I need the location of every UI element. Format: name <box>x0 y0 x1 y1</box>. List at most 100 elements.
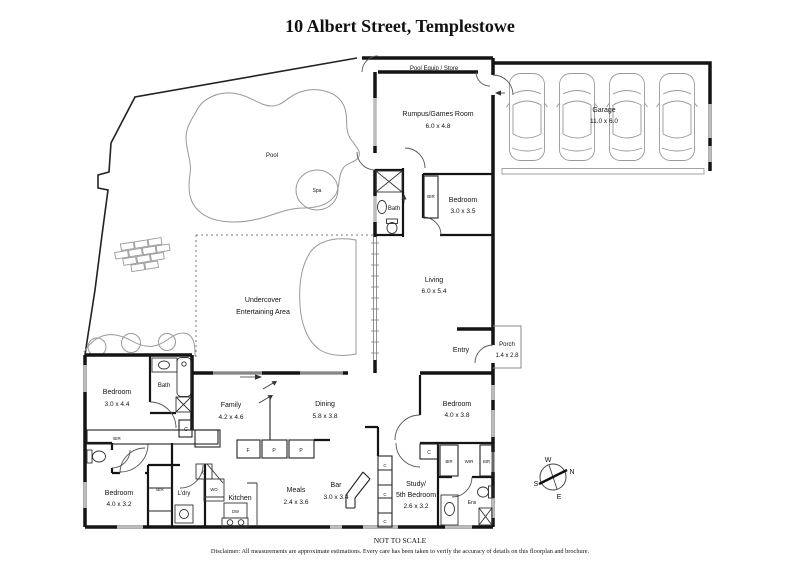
shower-icon <box>375 170 403 193</box>
label-cupboard: C <box>202 471 206 477</box>
pool-shape <box>185 89 360 223</box>
label-bir: BIR <box>113 436 121 441</box>
label-study2: 5th Bedroom <box>396 492 436 499</box>
exterior-walls <box>83 56 712 529</box>
label-rumpus: Rumpus/Games Room <box>402 111 473 118</box>
garden-stone <box>158 333 176 351</box>
undercover-label2: Entertaining Area <box>236 309 290 316</box>
garden-bed-curve <box>83 332 196 357</box>
compass-icon: W N S E <box>534 457 575 501</box>
label-living: Living <box>425 277 443 284</box>
bir-box <box>439 444 459 477</box>
dims-bedroom-1: 3.0 x 3.5 <box>451 208 476 215</box>
doors <box>111 55 514 498</box>
basin-icon <box>377 200 387 214</box>
label-porch: Porch <box>499 342 515 348</box>
label-cupboard: C <box>427 450 431 456</box>
label-family: Family <box>221 402 242 409</box>
label-bir: BIR <box>446 459 453 464</box>
dims-rumpus: 6.0 x 4.8 <box>426 123 451 130</box>
dims-living: 6.0 x 5.4 <box>422 288 447 295</box>
interior-walls <box>85 168 493 527</box>
laundry-trough-icon <box>174 504 194 524</box>
bir-box <box>423 175 439 219</box>
undercover-area: Undercover Entertaining Area <box>195 234 373 357</box>
label-kitchen: Kitchen <box>228 495 251 502</box>
disclaimer: Disclaimer: All measurements are approxi… <box>211 548 590 555</box>
window-wall <box>371 237 379 360</box>
label-cupboard: C <box>383 492 387 497</box>
car-icon <box>506 73 548 161</box>
label-ens: Ens <box>468 500 477 506</box>
vanity-icon <box>440 494 459 526</box>
dims-meals: 2.4 x 3.6 <box>284 499 309 506</box>
fridge-box <box>236 439 261 459</box>
garden-stone <box>121 333 141 353</box>
label-bedroom-1: Bedroom <box>449 197 478 204</box>
dims-garage: 11.0 x 6.0 <box>590 118 618 125</box>
label-cupboard: C <box>383 463 387 468</box>
page-title: 10 Albert Street, Templestowe <box>285 16 515 36</box>
shower-icon <box>478 507 493 526</box>
cupboard-column <box>377 455 393 528</box>
compass-n: N <box>569 469 574 476</box>
direction-arrows <box>240 90 505 404</box>
compass-w: W <box>545 457 552 464</box>
wall-oven-icon <box>203 478 225 502</box>
garage-cars <box>506 73 698 161</box>
label-wir: WIR <box>465 459 474 464</box>
label-bar: Bar <box>331 482 343 489</box>
bir-strip <box>86 429 219 445</box>
windows <box>83 98 712 529</box>
label-dishwasher: DW <box>232 509 239 514</box>
kitchen-fixtures <box>174 463 258 528</box>
compass-s: S <box>534 481 539 488</box>
label-ldry: L'dry <box>178 491 191 497</box>
label-bir: BIR <box>427 194 435 199</box>
label-pantry: P <box>272 448 276 454</box>
label-pantry: P <box>299 448 303 454</box>
dims-dining: 5.8 x 3.8 <box>313 413 338 420</box>
brick-paving <box>114 237 171 273</box>
label-bedroom-4: Bedroom <box>105 490 134 497</box>
dims-family: 4.2 x 4.6 <box>219 414 244 421</box>
car-icon <box>656 73 698 161</box>
label-bir: BIR <box>483 459 490 464</box>
bir-box <box>479 444 494 477</box>
cupboard-box <box>178 419 193 438</box>
bathroom-fixtures <box>86 170 494 526</box>
label-wall-oven: WO <box>210 487 218 492</box>
pool-label: Pool <box>266 153 278 159</box>
label-garage: Garage <box>592 107 615 114</box>
dims-bedroom-2: 3.0 x 4.4 <box>105 401 130 408</box>
pantry-box <box>288 439 315 459</box>
label-bedroom-3: Bedroom <box>443 401 472 408</box>
scale-note: NOT TO SCALE <box>374 536 427 545</box>
label-cupboard: C <box>383 519 387 524</box>
toilet-icon <box>86 449 93 464</box>
label-meals: Meals <box>287 487 306 494</box>
dims-study: 2.6 x 3.2 <box>404 503 429 510</box>
pool-area: Pool Spa <box>185 89 360 223</box>
label-pool-equip: Pool Equip / Store <box>410 66 459 72</box>
bathtub-icon <box>176 357 192 397</box>
vanity-icon <box>151 357 178 373</box>
bar-counter <box>345 471 371 509</box>
label-cupboard: C <box>184 427 188 433</box>
shower-icon <box>175 396 192 413</box>
toilet-icon <box>386 218 398 224</box>
label-entry: Entry <box>453 347 470 354</box>
dims-bedroom-4: 4.0 x 3.2 <box>107 501 132 508</box>
spa-shape <box>295 169 339 211</box>
undercover-label: Undercover <box>245 297 282 304</box>
label-bir: BIR <box>156 487 164 492</box>
dims-bar: 3.0 x 3.4 <box>324 494 349 501</box>
undercover-garden-shape <box>299 238 357 356</box>
label-bedroom-2: Bedroom <box>103 389 132 396</box>
label-study: Study/ <box>406 481 426 488</box>
compass-e: E <box>557 494 562 501</box>
garage-door <box>501 168 705 175</box>
cupboard-box <box>419 443 439 460</box>
